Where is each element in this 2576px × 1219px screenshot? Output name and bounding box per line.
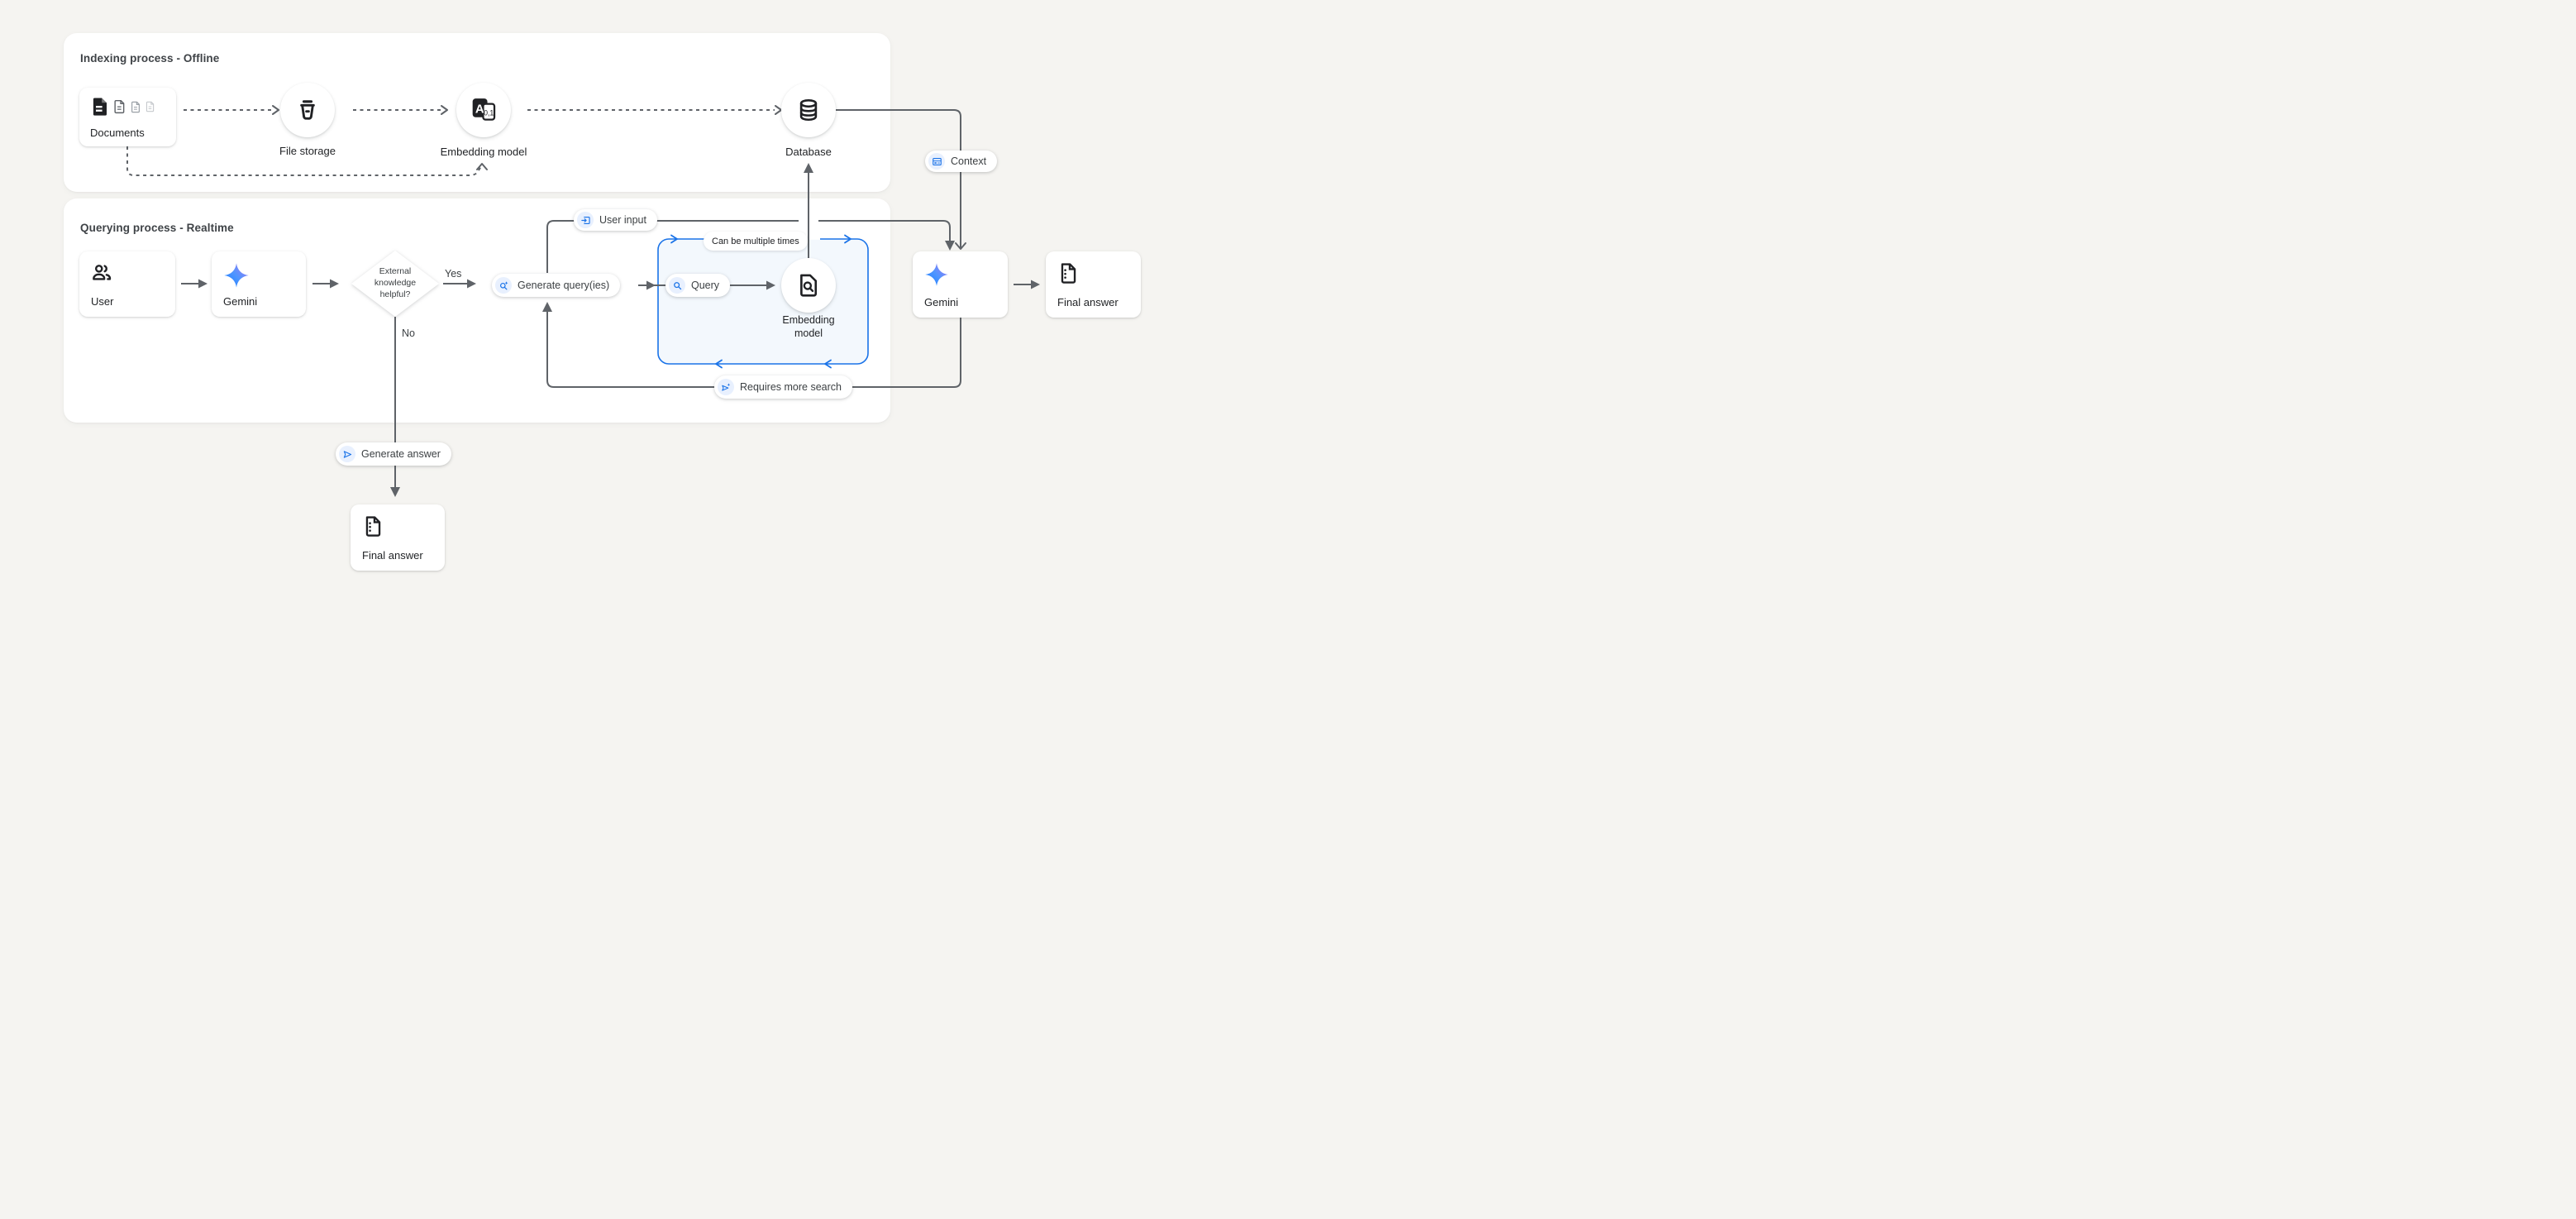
gemini-right-label: Gemini: [924, 296, 959, 308]
final-answer-right-node: Final answer: [1046, 251, 1141, 318]
rag-architecture-diagram: A 0,1: [0, 0, 1288, 614]
article-icon: [928, 153, 945, 170]
indexing-title: Indexing process - Offline: [80, 52, 220, 65]
gemini-star-icon: [924, 262, 949, 287]
arrowhead: [955, 242, 966, 250]
can-be-multiple-times-label: Can be multiple times: [712, 236, 799, 246]
embedding-model-query-node: [781, 258, 836, 313]
user-label: User: [91, 295, 114, 308]
embedding-model-offline-node: [456, 83, 511, 137]
decision-text: External knowledge helpful?: [374, 266, 417, 299]
file-storage-bucket-icon: [295, 98, 320, 122]
gemini-left-label: Gemini: [223, 295, 258, 308]
gemini-left-node: Gemini: [212, 251, 306, 317]
context-pill: Context: [925, 151, 998, 172]
arrowhead: [945, 241, 955, 251]
query-pill: Query: [665, 274, 731, 297]
user-input-pill: User input: [574, 209, 657, 231]
no-label: No: [402, 327, 415, 339]
file-storage-node: [280, 83, 335, 137]
can-be-multiple-times-pill: Can be multiple times: [704, 232, 808, 251]
database-icon: [796, 98, 821, 122]
users-icon: [91, 262, 112, 284]
search-sparkle-icon: [495, 277, 512, 294]
gemini-right-node: Gemini: [913, 251, 1008, 318]
user-input-label: User input: [599, 214, 646, 226]
documents-label: Documents: [90, 127, 145, 139]
embedding-translate-icon: [470, 96, 498, 124]
database-node: [781, 83, 836, 137]
send-icon: [339, 446, 355, 462]
input-icon: [577, 212, 594, 228]
document-list-icon: [362, 515, 384, 538]
final-answer-right-label: Final answer: [1057, 296, 1119, 308]
decision-diamond: External knowledge helpful?: [351, 251, 439, 317]
requires-more-search-pill: Requires more search: [714, 375, 852, 399]
context-pill-label: Context: [951, 155, 987, 167]
document-list-icon: [1057, 262, 1080, 284]
send-sparkle-icon: [718, 379, 734, 395]
user-node: User: [79, 251, 175, 317]
final-answer-bottom-node: Final answer: [351, 504, 445, 571]
search-icon: [669, 277, 685, 294]
document-search-icon: [796, 273, 821, 298]
embedding-model-offline-label: Embedding model: [440, 146, 527, 158]
arrowhead: [390, 487, 400, 497]
embedding-model-query-label: Embedding model: [782, 314, 835, 340]
generate-queries-label: Generate query(ies): [518, 280, 610, 291]
generate-answer-label: Generate answer: [361, 448, 441, 460]
generate-queries-pill: Generate query(ies): [492, 274, 621, 297]
database-label: Database: [785, 146, 832, 158]
file-storage-label: File storage: [279, 145, 336, 157]
documents-node: Documents: [79, 88, 176, 146]
querying-title: Querying process - Realtime: [80, 222, 234, 234]
generate-answer-pill: Generate answer: [336, 442, 451, 466]
final-answer-bottom-label: Final answer: [362, 549, 423, 562]
requires-more-search-label: Requires more search: [740, 381, 842, 393]
yes-label: Yes: [445, 268, 462, 280]
arrowhead: [1031, 280, 1040, 289]
document-icon: [90, 97, 166, 117]
query-label: Query: [691, 280, 720, 291]
gemini-star-icon: [223, 262, 250, 289]
